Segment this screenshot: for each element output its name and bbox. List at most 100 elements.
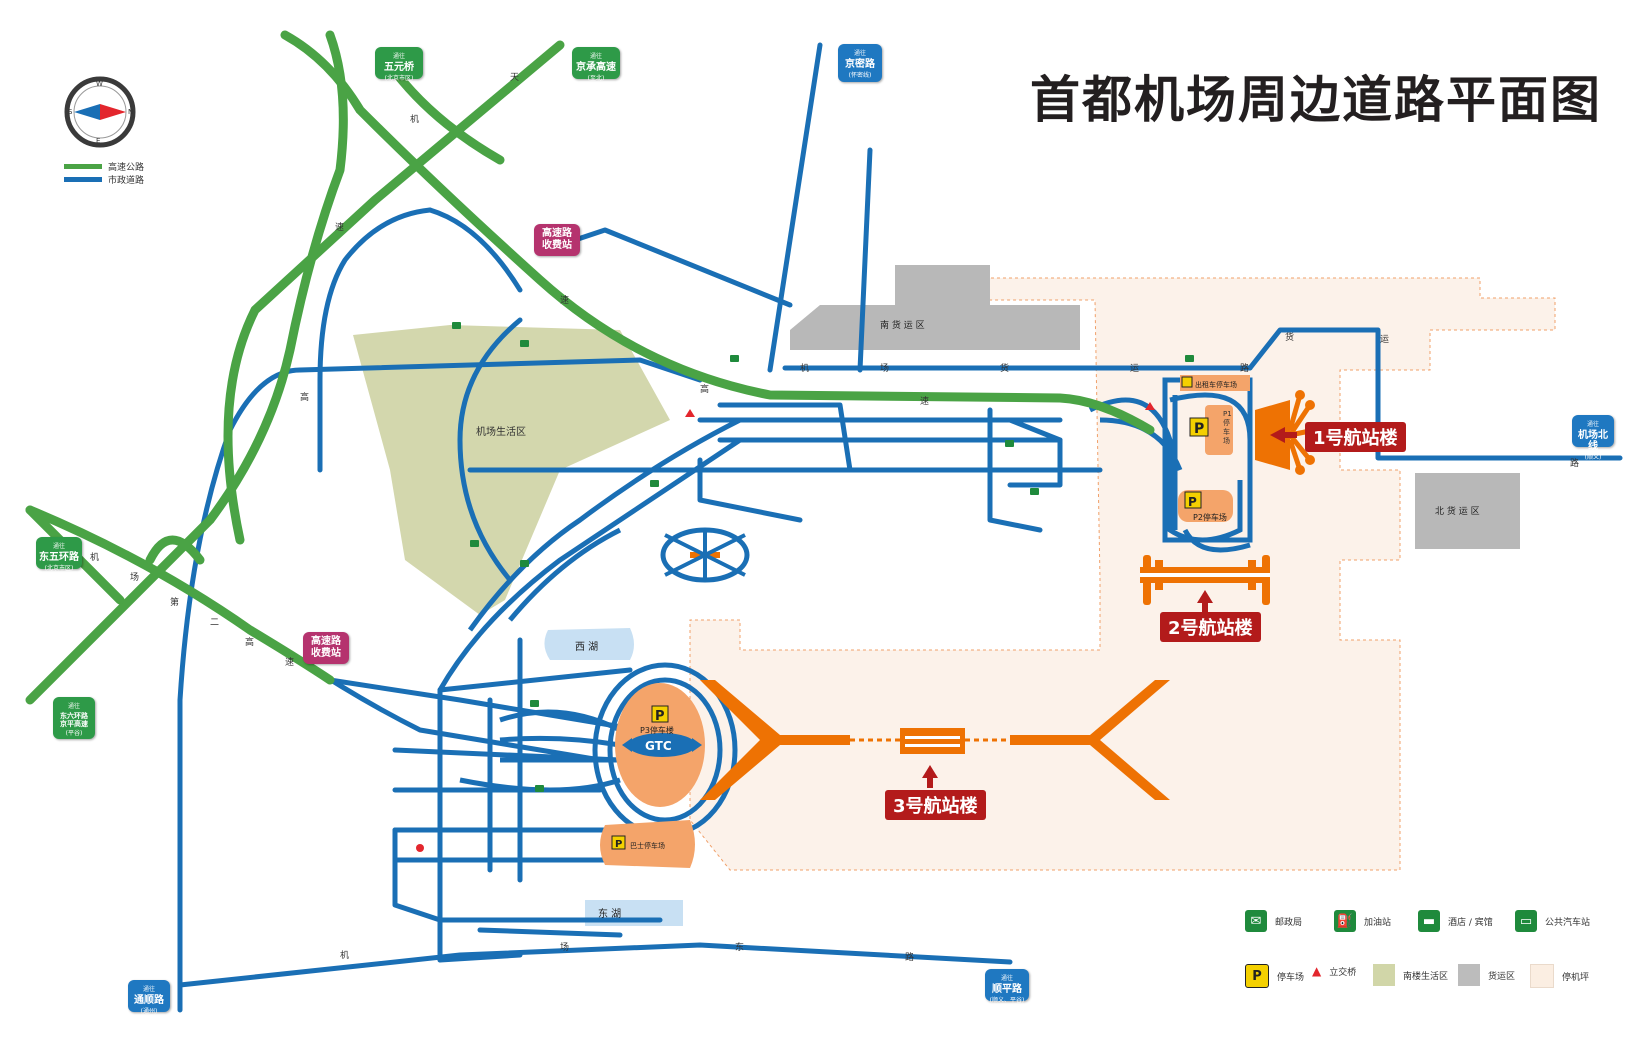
west-lake-label: 西 湖: [575, 641, 598, 653]
parking-icon-letter: P: [1194, 421, 1204, 437]
legend-highway-label: 高速公路: [108, 163, 145, 173]
sign-sub: (北京市区): [384, 75, 414, 82]
road-label-char: 路: [905, 951, 914, 963]
road-label-char: 货: [1285, 331, 1294, 343]
mail-icon: [1005, 440, 1014, 447]
road-label-char: 机: [800, 362, 809, 374]
parking-icon-letter: P: [1188, 495, 1197, 509]
sign-sub: (北京市区): [44, 565, 74, 572]
west-lake-shape: [544, 628, 634, 660]
terminal-3-shape: [700, 680, 1170, 800]
road-label-char: 高: [245, 636, 254, 648]
bus-icon: [520, 340, 529, 347]
gas-station-icon: ⛽: [1334, 910, 1356, 932]
p1-parking-label: P1 停 车 场: [1223, 410, 1232, 445]
municipal-curves: [437, 417, 742, 838]
sign-big: 通顺路: [134, 995, 164, 1006]
road-label-char: 天: [510, 73, 519, 83]
road-label-char: 高: [700, 383, 709, 395]
sign-small: 通往: [142, 986, 155, 993]
bus-parking-label: 巴士停车场: [630, 841, 665, 850]
sign-big: 京密路: [845, 59, 875, 70]
p2-parking-label: P2停车场: [1193, 512, 1227, 522]
north-cargo-label: 北 货 运 区: [1435, 505, 1480, 517]
sign-small: 通往: [392, 53, 405, 60]
terminal-3-label: 3号航站楼: [885, 790, 986, 820]
sign-sub: (顺义): [1584, 454, 1602, 461]
mail-icon: ✉: [1245, 910, 1267, 932]
road-label-char: 速: [335, 222, 344, 233]
sign-sub: (至北): [587, 75, 605, 82]
toll-station-label: 高速路 收费站: [542, 228, 572, 251]
road-label-char: 场: [130, 572, 139, 583]
roundabout: [660, 527, 750, 583]
bus-icon: [470, 540, 479, 547]
legend-apron: 停机坪: [1530, 964, 1589, 988]
sign-big: 京承高速: [576, 62, 616, 73]
living-area-label: 机场生活区: [476, 425, 526, 438]
sign-small: 通往: [67, 703, 80, 710]
sign-wuyuanqiao: 通往 五元桥 (北京市区): [375, 47, 423, 82]
bus-icon: ▭: [1515, 910, 1537, 932]
compass-letter: W: [96, 80, 103, 88]
sign-dongwu: 通往 东五环路 (北京市区): [36, 537, 82, 572]
legend-mail: ✉ 邮政局: [1245, 910, 1302, 932]
sign-shunping: 通往 顺平路 (顺义、平谷): [985, 969, 1029, 1004]
parking-icon: P: [1245, 964, 1269, 988]
sign-small: 通往: [52, 543, 65, 550]
road-label-char: 机: [90, 551, 99, 563]
road-label-char: 东: [735, 941, 744, 953]
legend-gas: ⛽ 加油站: [1334, 910, 1391, 932]
road-label-char: 速: [285, 657, 294, 668]
apron-swatch: [1530, 964, 1554, 988]
compass-icon: W N E S: [64, 76, 136, 148]
road-label-char: 机: [340, 949, 349, 961]
interchange-icon: [685, 409, 695, 417]
legend-cargo: 货运区: [1458, 964, 1515, 986]
taxi-parking-label: 出租车停车场: [1195, 380, 1237, 389]
legend-bus: ▭ 公共汽车站: [1515, 910, 1590, 932]
parking-icon-letter: P: [615, 839, 622, 850]
legend-label: 货运区: [1488, 971, 1516, 982]
toll-station-label: 高速路 收费站: [311, 636, 341, 659]
road-label-char: 路: [1570, 457, 1579, 469]
terminal-arrows: [922, 427, 1297, 788]
legend-label: 加油站: [1364, 917, 1392, 928]
road-label-char: 场: [880, 363, 889, 374]
parking-icons: [611, 376, 1209, 850]
hotel-icon: [535, 785, 544, 792]
legend-label: 停机坪: [1562, 972, 1590, 983]
interchange-icon: [1145, 402, 1155, 410]
legend-parking: P 停车场: [1245, 964, 1304, 988]
terminal-2-shape: [1140, 555, 1270, 605]
north-cargo-area: [1415, 473, 1520, 549]
terminal-1-label: 1号航站楼: [1305, 422, 1406, 452]
toll-station-1: 高速路 收费站: [534, 224, 580, 256]
terminal-loop-roads: [1088, 377, 1253, 553]
sign-small: 通往: [1000, 975, 1013, 982]
compass-letter: S: [68, 108, 73, 116]
sign-big: 东六环路 京平高速: [60, 712, 88, 728]
gtc-label: GTC: [645, 739, 672, 753]
sign-tongshun: 通往 通顺路 (通州): [128, 980, 170, 1015]
road-label-char: 运: [1380, 334, 1389, 345]
road-label-char: 速: [920, 396, 929, 407]
facility-markers: [452, 322, 1194, 792]
legend-highway: 高速公路: [64, 160, 204, 173]
compass-letter: N: [128, 108, 133, 116]
sign-jichangbei: 通往 机场北线 (顺义): [1572, 415, 1614, 461]
legend-label: 邮政局: [1275, 917, 1303, 928]
sign-big: 机场北线: [1578, 430, 1608, 452]
sign-sub: (通州): [140, 1008, 158, 1015]
road-label-char: 运: [1130, 363, 1139, 374]
sign-sub: (顺义、平谷): [989, 997, 1025, 1004]
sign-big: 五元桥: [384, 62, 414, 73]
terminal-2-label: 2号航站楼: [1160, 612, 1261, 642]
sign-sub: (怀密线): [848, 72, 872, 79]
hotel-icon: [530, 700, 539, 707]
municipal-swatch: [64, 177, 102, 182]
bus-icon: [1185, 355, 1194, 362]
parking-icon-letter: P: [655, 709, 665, 724]
highway-swatch: [64, 164, 102, 169]
